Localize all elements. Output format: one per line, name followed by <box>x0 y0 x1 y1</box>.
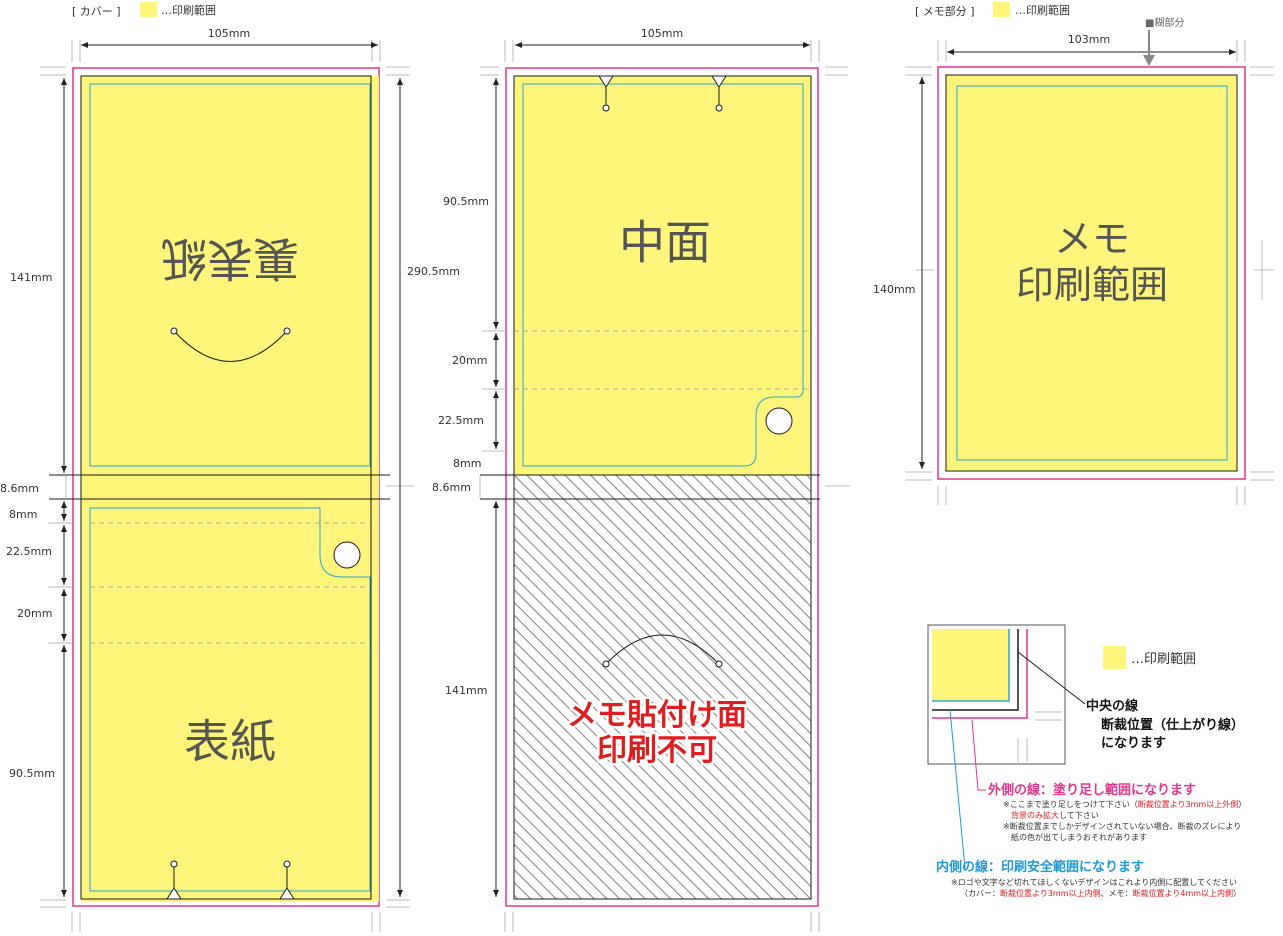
left-dimensions <box>479 78 506 897</box>
string-end-icon <box>715 660 723 668</box>
legend-safe-line <box>932 629 1010 702</box>
trim-line <box>513 75 812 900</box>
total-height-label: 290.5mm <box>407 265 460 278</box>
safe-line <box>956 85 1228 461</box>
clip-icon <box>166 860 295 900</box>
glue-arrow-icon <box>1143 55 1155 66</box>
leader-line <box>949 709 966 869</box>
top-height-label: 141mm <box>10 271 52 284</box>
cover-section-title: [ カバー ] <box>72 5 121 18</box>
trim-line <box>80 75 372 900</box>
height-dimension-label: 140mm <box>873 283 915 296</box>
string-arc-icon <box>605 634 720 665</box>
inner-line-title: 内側の線：印刷安全範囲になります <box>936 859 1144 875</box>
crop-marks <box>480 40 850 932</box>
print-area <box>945 74 1238 472</box>
bleed-line <box>505 67 819 907</box>
string-end-icon <box>283 327 291 335</box>
safe-line-bottom <box>89 507 371 892</box>
string-end-icon <box>170 327 178 335</box>
left-dimensions <box>48 78 72 897</box>
spine-dimension-label: 8.6mm <box>0 482 39 495</box>
inner-page-label: 中面 <box>619 216 711 270</box>
header-memo: [ メモ部分 ] …印刷範囲 <box>915 2 1070 18</box>
print-area <box>81 76 379 902</box>
hole-icon <box>333 541 361 569</box>
no-print-subtitle: 印刷不可 <box>597 733 717 768</box>
center-line-title: 中央の線 <box>1086 698 1139 714</box>
inner-note-1: ※ロゴや文字など切れてほしくないデザインはこれより内側に配置してください <box>951 877 1237 887</box>
hole-icon <box>765 407 793 435</box>
memo-section-title: [ メモ部分 ] <box>915 4 975 18</box>
safe-line <box>522 83 804 467</box>
legend-swatch <box>140 2 157 17</box>
middle-diagram: 中面 メモ貼付け面 印刷不可 105mm 90.5mm 20mm 22.5mm … <box>432 27 850 932</box>
dimension-22-5mm-label: 22.5mm <box>438 414 484 427</box>
no-print-title: メモ貼付け面 <box>567 698 747 733</box>
outer-note-4: 紙の色が出てしまうおそれがあります <box>1011 832 1147 842</box>
print-area <box>514 76 811 475</box>
memo-label-line2: 印刷範囲 <box>1016 263 1168 307</box>
width-dimension-label: 105mm <box>208 27 250 40</box>
string-end-icon <box>602 660 610 668</box>
dimension-90-5mm-label: 90.5mm <box>443 195 489 208</box>
outer-note-2: 背景のみ拡大して下さい <box>1011 810 1099 820</box>
dimension-20mm-label: 20mm <box>17 607 52 620</box>
legend-print-area-label: …印刷範囲 <box>1131 652 1196 667</box>
cover-diagram: 裏表紙 表紙 105mm 290.5mm 141mm 8.6mm 8mm 22.… <box>0 27 460 932</box>
bleed-line <box>937 66 1246 480</box>
legend: …印刷範囲 中央の線 断裁位置（仕上がり線） になります 外側の線：塗り足し範囲… <box>927 624 1246 898</box>
outer-note-3: ※断裁位置までしかデザインされていない場合、断裁のズレにより <box>1003 821 1241 831</box>
no-print-hatched-area <box>514 475 811 899</box>
dimension-141mm-label: 141mm <box>445 684 487 697</box>
legend-print-area <box>932 629 1009 701</box>
dimension-8mm-label: 8mm <box>9 508 37 521</box>
glue-label: ■糊部分 <box>1145 16 1184 29</box>
dimension-90-5mm-label: 90.5mm <box>9 767 55 780</box>
legend-swatch <box>993 2 1010 17</box>
legend-trim-line <box>932 629 1019 711</box>
inner-note-2: （カバー：断裁位置より3mm以上内側、メモ：断裁位置より4mm以上内側） <box>960 888 1241 898</box>
dimension-22-5mm-label: 22.5mm <box>6 545 52 558</box>
back-cover-label: 裏表紙 <box>161 232 299 286</box>
header-cover: [ カバー ] …印刷範囲 <box>72 2 216 18</box>
outer-note-1: ※ここまで塗り足しをつけて下さい（断裁位置より3mm以上外側） <box>1003 799 1246 809</box>
center-line-desc1: 断裁位置（仕上がり線） <box>1101 717 1244 733</box>
dimension-8mm-label: 8mm <box>453 457 481 470</box>
clip-icon <box>598 75 727 112</box>
leader-line <box>971 719 986 791</box>
safe-line-top <box>89 83 371 467</box>
center-line-desc2: になります <box>1101 736 1166 751</box>
memo-label-line1: メモ <box>1054 217 1130 261</box>
legend-print-area-label: …印刷範囲 <box>1015 3 1070 17</box>
leader-line <box>1017 651 1086 705</box>
string-arc-icon <box>173 330 288 362</box>
front-cover-label: 表紙 <box>184 715 276 769</box>
legend-print-area-label: …印刷範囲 <box>161 3 216 17</box>
legend-swatch <box>1103 646 1126 669</box>
width-dimension-label: 103mm <box>1068 33 1110 46</box>
width-dimension-label: 105mm <box>641 27 683 40</box>
crop-marks <box>905 40 1274 505</box>
outer-line-title: 外側の線：塗り足し範囲になります <box>987 782 1196 798</box>
dimension-20mm-label: 20mm <box>452 354 487 367</box>
memo-diagram: メモ 印刷範囲 103mm 140mm ■糊部分 <box>873 16 1274 505</box>
spine-dimension-label: 8.6mm <box>432 481 471 494</box>
